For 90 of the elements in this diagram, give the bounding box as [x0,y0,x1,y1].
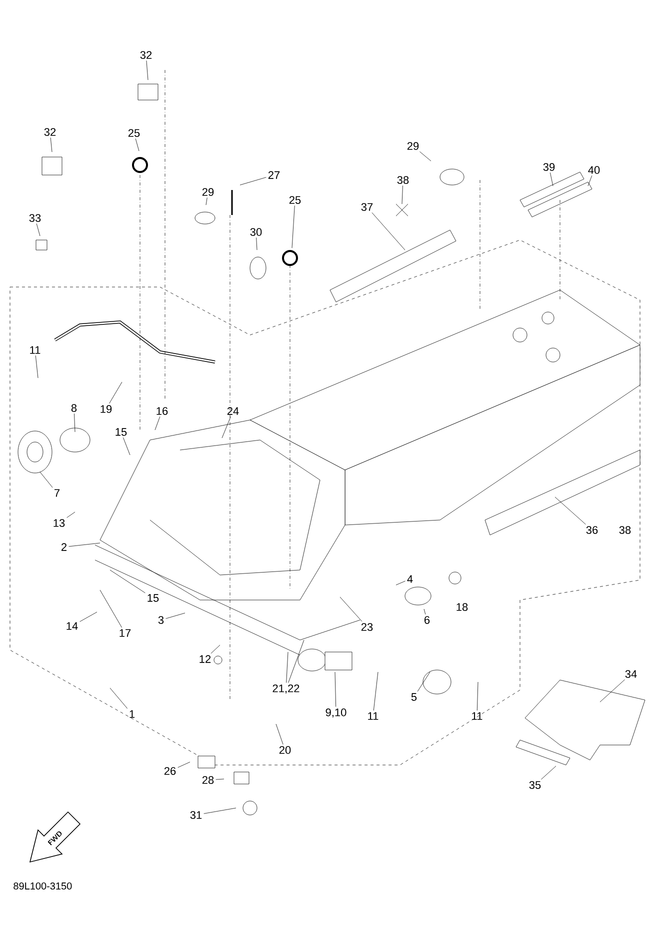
leader-line [36,223,40,236]
leader-line [402,185,403,204]
part-number: 89L100-3150 [14,882,72,890]
callout-number: 27 [268,171,280,179]
callout-number: 32 [140,51,152,59]
callout-number: 12 [200,655,211,663]
callout-number: 34 [625,670,637,678]
leader-line [476,682,478,711]
callout-number: 15 [148,594,159,602]
callout-number: 39 [543,163,555,171]
leader-line [50,137,52,152]
leader-line [109,382,122,404]
leader-line [372,212,406,250]
callout-number: 14 [66,622,78,630]
leader-line [550,172,554,186]
leader-line [396,580,406,586]
leader-line [276,724,284,745]
callout-number: 36 [586,526,598,534]
leader-line [166,612,186,619]
callout-number: 7 [54,489,60,497]
callout-number: 1 [130,710,135,718]
callout-number: 28 [202,776,214,784]
callout-number: 20 [279,746,291,754]
callout-number: 30 [250,228,262,236]
callout-number: 9,10 [326,708,346,718]
callout-number: 29 [407,142,419,150]
callout-number: 13 [54,519,65,527]
leader-line [216,778,224,780]
leader-line [222,416,231,438]
leader-line [154,416,160,430]
leader-line [66,512,76,518]
leader-line [74,413,76,432]
leader-line [292,205,295,248]
callout-number: 11 [368,712,378,720]
callout-number: 25 [289,196,301,204]
callout-number: 19 [100,405,112,413]
leader-line [540,766,556,780]
callout-number: 11 [30,346,40,354]
leader-line [80,612,98,622]
callout-number: 29 [202,188,214,196]
leader-line [288,640,304,683]
leader-line [420,151,432,162]
leader-line [334,672,336,707]
callout-number: 25 [128,129,140,137]
callout-number: 40 [588,166,600,174]
leader-line [135,138,140,152]
leader-line [256,237,258,250]
leader-line [178,762,190,768]
callout-number: 8 [71,404,77,412]
leader-line [417,672,430,692]
leader-line [600,679,625,702]
leader-line [286,652,288,683]
callout-number: 2 [62,543,66,551]
callout-number: 26 [164,767,176,775]
callout-number: 11 [472,712,482,720]
callout-number: 24 [227,407,239,415]
leader-line [210,644,220,654]
callout-number: 17 [120,629,131,637]
leader-line [122,437,130,456]
callout-number: 3 [158,616,164,624]
leader-line [68,542,100,547]
callout-number: 32 [44,128,56,136]
leader-line [206,197,208,206]
leader-line [240,177,266,186]
callout-number: 21,22 [272,684,300,694]
leader-line [35,355,38,378]
callout-number: 31 [190,811,202,819]
callout-number: 15 [116,428,127,436]
callout-number: 23 [361,623,373,631]
callout-number: 38 [619,526,631,534]
leader-line [588,175,592,186]
leader-line [554,496,586,525]
leader-line [110,570,146,594]
leader-line [40,472,53,488]
callout-number: 18 [456,603,468,611]
callout-number: 6 [424,616,430,624]
callout-number: 16 [156,407,168,415]
callout-number: 33 [29,214,41,222]
leader-line [204,808,236,814]
callout-number: 38 [397,176,409,184]
leader-line [146,60,148,80]
leader-line [340,596,362,622]
leader-line [110,688,128,709]
callout-number: 5 [411,693,417,701]
leader-line [424,608,426,615]
callout-number: 4 [407,575,413,583]
callout-number: 35 [529,781,541,789]
callout-number: 37 [361,203,373,211]
leader-line [100,590,122,628]
leader-line [373,672,378,711]
